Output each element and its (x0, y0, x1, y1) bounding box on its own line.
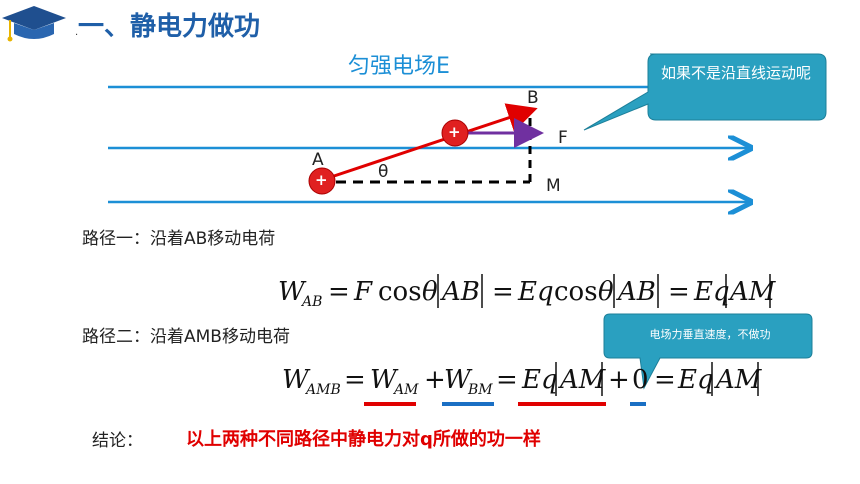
svg-text:+: + (608, 365, 630, 395)
svg-text:0: 0 (632, 365, 649, 395)
title-dot: · (75, 30, 79, 41)
angle-label: θ (378, 162, 389, 182)
svg-text:AM: AM (392, 382, 419, 398)
svg-text:=: = (328, 277, 350, 307)
svg-text:Eq: Eq (677, 365, 714, 395)
svg-text:θ: θ (422, 277, 438, 307)
svg-text:Eq: Eq (693, 277, 730, 307)
conclusion-text: 以上两种不同路径中静电力对q所做的功一样 (186, 429, 541, 450)
displacement-arrow (321, 103, 538, 182)
svg-text:cos: cos (378, 277, 422, 307)
page-title: 一、静电力做功 (78, 12, 261, 42)
svg-text:AB: AB (616, 277, 656, 307)
path1-label: 路径一：沿着AB移动电荷 (82, 229, 276, 249)
svg-text:BM: BM (467, 382, 493, 398)
svg-text:Eq: Eq (521, 365, 558, 395)
svg-text:W: W (278, 277, 307, 307)
force-label: F (558, 128, 568, 148)
svg-text:AMB: AMB (304, 382, 341, 398)
formula1: W AB = F cos θ AB = Eq cos θ AB = Eq AM (278, 274, 777, 310)
svg-text:=: = (492, 277, 514, 307)
formula2: W AMB = W AM + W BM = Eq AM + 0 = Eq AM (282, 362, 763, 406)
svg-text:W: W (444, 365, 473, 395)
svg-text:AM: AM (558, 365, 607, 395)
charge-mid (441, 119, 469, 147)
note-callout (603, 313, 813, 390)
question-callout-text: 如果不是沿直线运动呢 (660, 64, 811, 82)
field-label: 匀强电场E (348, 54, 450, 79)
point-b-label: B (527, 88, 539, 108)
svg-text:F: F (353, 277, 373, 307)
note-callout-text: 电场力垂直速度，不做功 (649, 328, 771, 341)
question-callout (583, 53, 827, 131)
svg-text:AB: AB (440, 277, 480, 307)
path2-label: 路径二：沿着AMB移动电荷 (82, 327, 290, 347)
svg-text:W: W (370, 365, 399, 395)
svg-text:AM: AM (728, 277, 777, 307)
point-a-label: A (312, 150, 324, 170)
svg-text:AB: AB (300, 294, 322, 310)
svg-text:+: + (424, 365, 446, 395)
charge-a (308, 167, 336, 195)
svg-text:Eq: Eq (517, 277, 554, 307)
field-diagram (108, 85, 860, 230)
point-m-label: M (546, 176, 561, 196)
svg-text:AM: AM (714, 365, 763, 395)
graduation-cap-icon (2, 6, 66, 42)
charge-mid-symbol: + (448, 123, 461, 141)
svg-text:=: = (654, 365, 676, 395)
svg-text:θ: θ (598, 277, 614, 307)
svg-text:=: = (496, 365, 518, 395)
conclusion-label: 结论： (92, 431, 143, 451)
svg-text:cos: cos (554, 277, 598, 307)
svg-text:W: W (282, 365, 311, 395)
svg-text:=: = (668, 277, 690, 307)
svg-text:=: = (344, 365, 366, 395)
charge-a-symbol: + (315, 171, 328, 189)
